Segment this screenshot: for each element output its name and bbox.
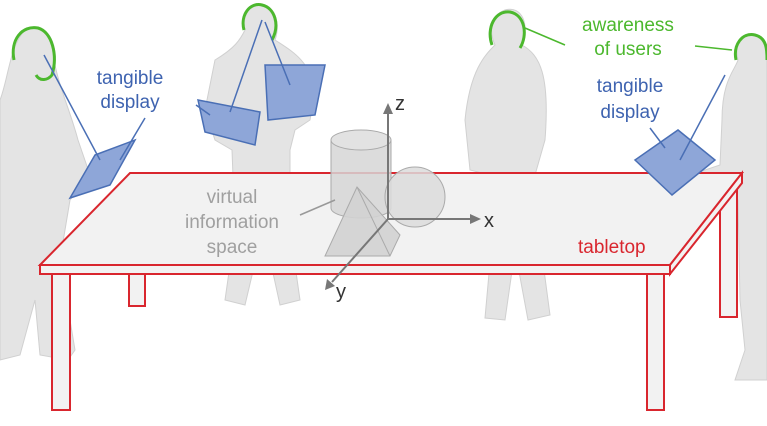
table-leg-front-right	[646, 273, 665, 411]
label-awareness-1: awareness	[582, 15, 674, 36]
display-leaders	[43, 19, 726, 161]
tangible-display-2	[197, 99, 261, 146]
table-leg-front-left	[51, 273, 71, 411]
label-tangible-display-right-1: tangible	[597, 76, 664, 97]
axis-label-y: y	[336, 281, 346, 303]
tangible-display-4	[633, 129, 717, 196]
axis-label-z: z	[395, 93, 405, 115]
tangible-display-1	[68, 138, 137, 200]
label-virtual-2: information	[185, 212, 279, 233]
label-virtual-1: virtual	[207, 187, 258, 208]
label-tabletop: tabletop	[578, 237, 646, 258]
label-tangible-display-left-1: tangible	[97, 68, 164, 89]
tangible-display-3	[264, 64, 326, 121]
axes	[325, 103, 481, 290]
awareness-leaders	[524, 27, 733, 51]
sphere	[384, 166, 446, 228]
virtual-objects	[324, 129, 446, 257]
virtual-leader	[299, 199, 336, 216]
label-awareness-2: of users	[594, 39, 662, 60]
label-tangible-display-left-2: display	[100, 92, 160, 113]
table-edge-side	[669, 170, 743, 277]
tangible-displays	[68, 64, 717, 200]
label-virtual-3: space	[207, 237, 258, 258]
axis-label-x: x	[484, 210, 494, 232]
table-leg-back-left	[128, 272, 146, 307]
table-edge-front	[39, 264, 671, 275]
label-tangible-display-right-2: display	[600, 102, 660, 123]
